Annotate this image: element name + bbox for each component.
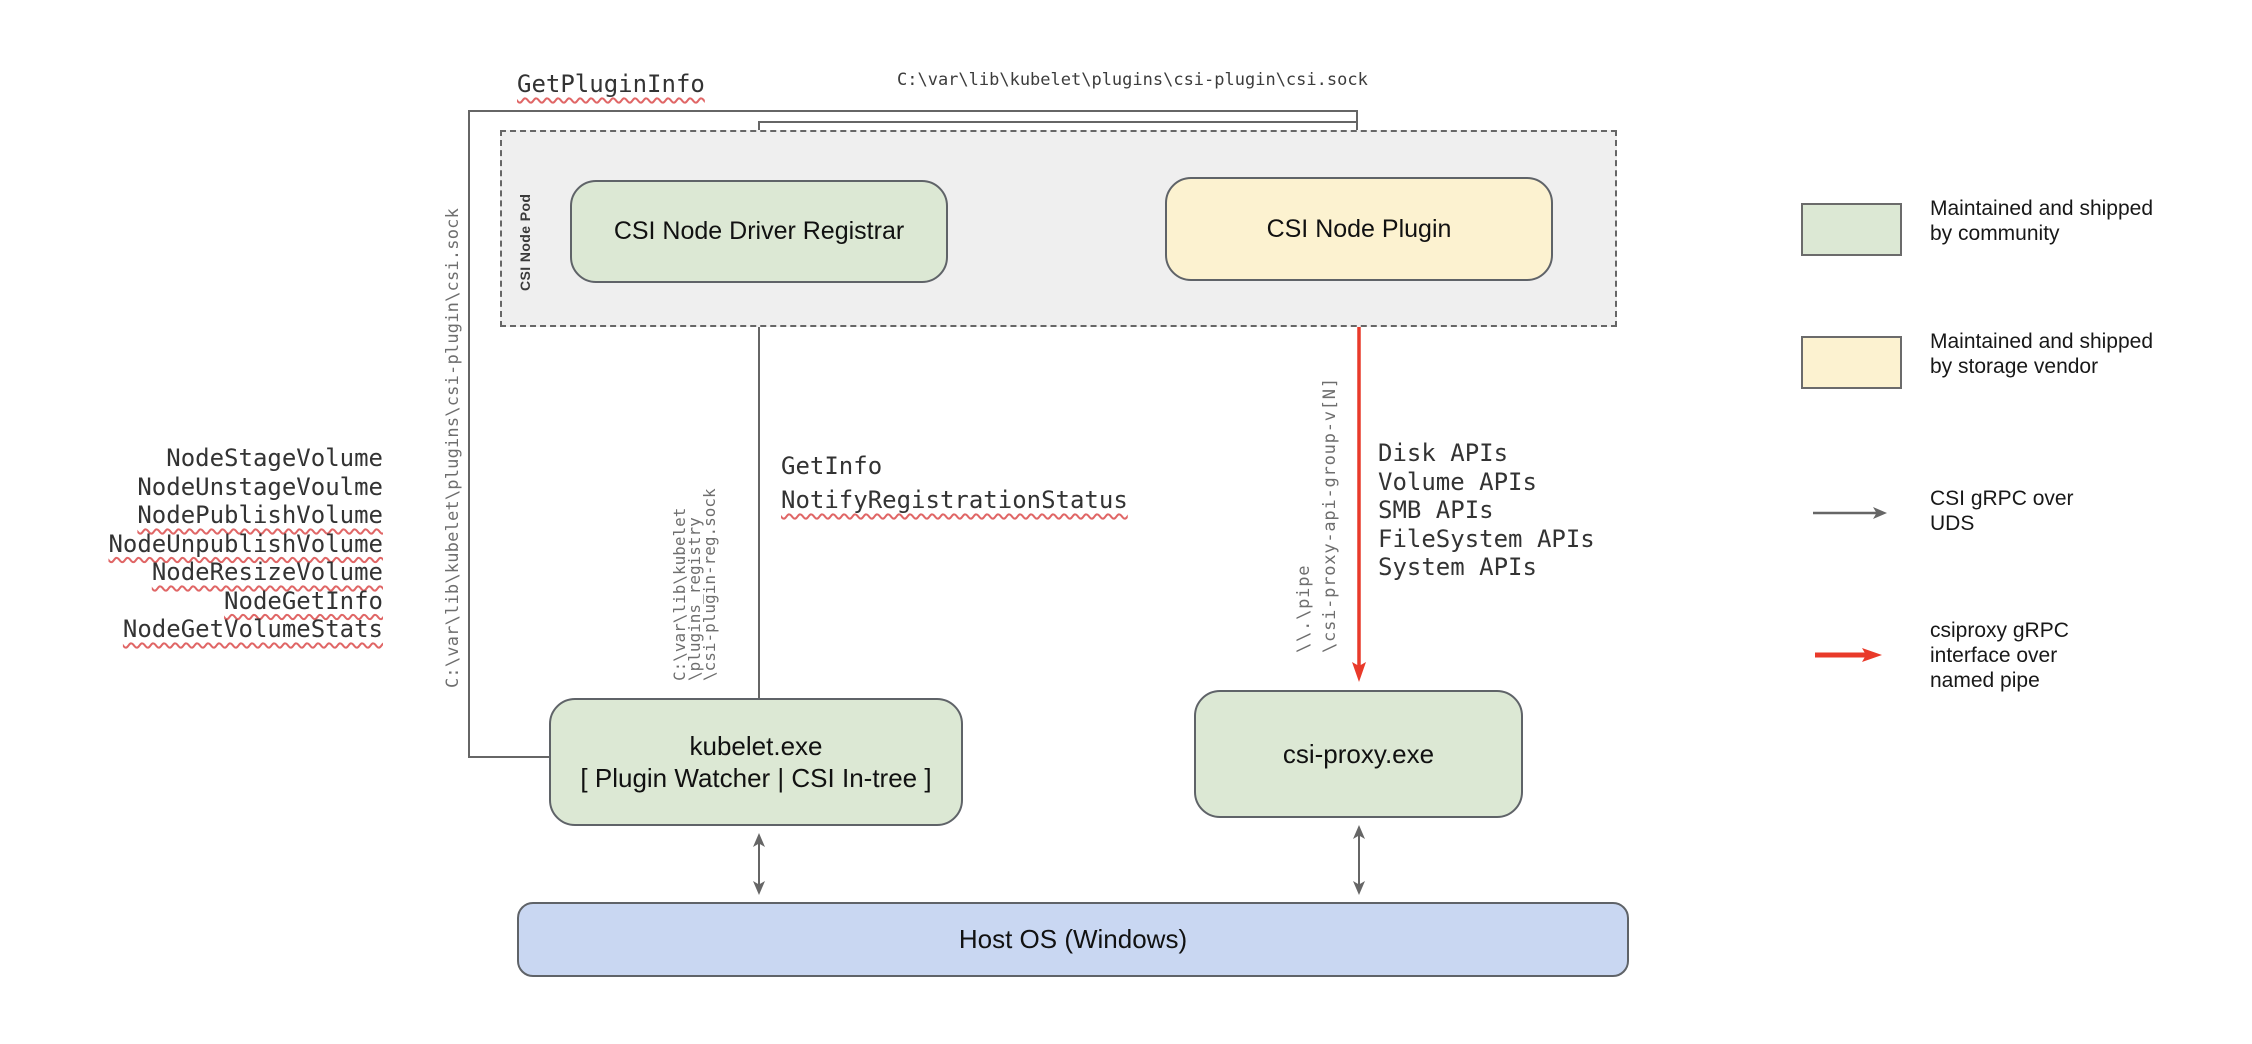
proxy-api-item: SMB APIs bbox=[1378, 496, 1494, 525]
named-pipe-path-line: \csi-proxy-api-group-v[N] bbox=[1320, 377, 1340, 653]
legend-entry-csi-grpc-uds: CSI gRPC over UDS bbox=[1930, 486, 2074, 536]
legend-line: named pipe bbox=[1930, 669, 2040, 692]
legend-swatch-community bbox=[1801, 203, 1902, 256]
get-plugin-info-label: GetPluginInfo bbox=[517, 70, 705, 98]
node-rpc-item: NodeStageVolume bbox=[166, 444, 383, 472]
legend-line: Maintained and shipped bbox=[1930, 197, 2154, 220]
node-csi-node-driver-registrar: CSI Node Driver Registrar bbox=[570, 180, 948, 283]
registration-socket-path: C:\var\lib\kubelet \plugins_registry \cs… bbox=[670, 488, 719, 681]
node-rpc-item: NodePublishVolume bbox=[137, 501, 383, 529]
node-rpc-list: NodeStageVolume NodeUnstageVoulme NodePu… bbox=[83, 444, 383, 644]
kubelet-title: kubelet.exe bbox=[689, 731, 823, 761]
node-label: CSI Node Plugin bbox=[1266, 214, 1452, 243]
proxy-api-item: Disk APIs bbox=[1378, 439, 1509, 467]
csi-node-pod-label: CSI Node Pod bbox=[517, 193, 533, 291]
kubelet-subtitle: [ Plugin Watcher | CSI In-tree ] bbox=[580, 763, 932, 793]
registrar-rpc-list: GetInfo NotifyRegistrationStatus bbox=[781, 449, 1128, 517]
proxy-api-item: System APIs bbox=[1378, 553, 1537, 582]
node-label: csi-proxy.exe bbox=[1282, 738, 1435, 769]
node-csi-proxy: csi-proxy.exe bbox=[1194, 690, 1523, 818]
registration-socket-path-line: \csi-plugin-reg.sock bbox=[700, 488, 719, 681]
node-rpc-item: NodeResizeVolume bbox=[151, 558, 383, 586]
node-host-os: Host OS (Windows) bbox=[517, 902, 1629, 977]
legend-line: Maintained and shipped bbox=[1930, 330, 2154, 353]
legend-line: CSI gRPC over bbox=[1930, 487, 2074, 510]
legend-line: csiproxy gRPC bbox=[1930, 619, 2069, 642]
legend-entry-vendor: Maintained and shipped by storage vendor bbox=[1930, 329, 2153, 379]
legend-line: UDS bbox=[1930, 512, 1975, 535]
legend-line: by community bbox=[1930, 222, 2060, 245]
node-csi-node-plugin: CSI Node Plugin bbox=[1165, 177, 1553, 281]
node-label: Host OS (Windows) bbox=[958, 924, 1188, 954]
node-rpc-item: NodeGetVolumeStats bbox=[122, 615, 383, 643]
node-kubelet: kubelet.exe [ Plugin Watcher | CSI In-tr… bbox=[549, 698, 963, 826]
node-rpc-item: NodeUnpublishVolume bbox=[108, 529, 383, 558]
legend-entry-csiproxy-grpc-pipe: csiproxy gRPC interface over named pipe bbox=[1930, 618, 2069, 693]
node-label: CSI Node Driver Registrar bbox=[613, 217, 905, 245]
legend-line: by storage vendor bbox=[1930, 355, 2099, 378]
proxy-api-item: Volume APIs bbox=[1378, 467, 1537, 496]
plugin-socket-path-top: C:\var\lib\kubelet\plugins\csi-plugin\cs… bbox=[897, 70, 1368, 90]
proxy-api-item: FileSystem APIs bbox=[1378, 524, 1595, 553]
registrar-rpc-item: NotifyRegistrationStatus bbox=[781, 486, 1128, 514]
node-rpc-item: NodeGetInfo bbox=[224, 586, 383, 615]
proxy-api-list: Disk APIs Volume APIs SMB APIs FileSyste… bbox=[1378, 439, 1595, 582]
named-pipe-path-line: \\.\pipe bbox=[1294, 564, 1314, 653]
plugin-socket-path-left: C:\var\lib\kubelet\plugins\csi-plugin\cs… bbox=[443, 207, 463, 688]
registrar-rpc-item: GetInfo bbox=[781, 452, 883, 480]
legend-swatch-vendor bbox=[1801, 336, 1902, 389]
legend-line: interface over bbox=[1930, 644, 2058, 667]
node-rpc-item: NodeUnstageVoulme bbox=[137, 472, 383, 501]
legend-entry-community: Maintained and shipped by community bbox=[1930, 196, 2153, 246]
named-pipe-path: \\.\pipe \csi-proxy-api-group-v[N] bbox=[1291, 377, 1343, 653]
